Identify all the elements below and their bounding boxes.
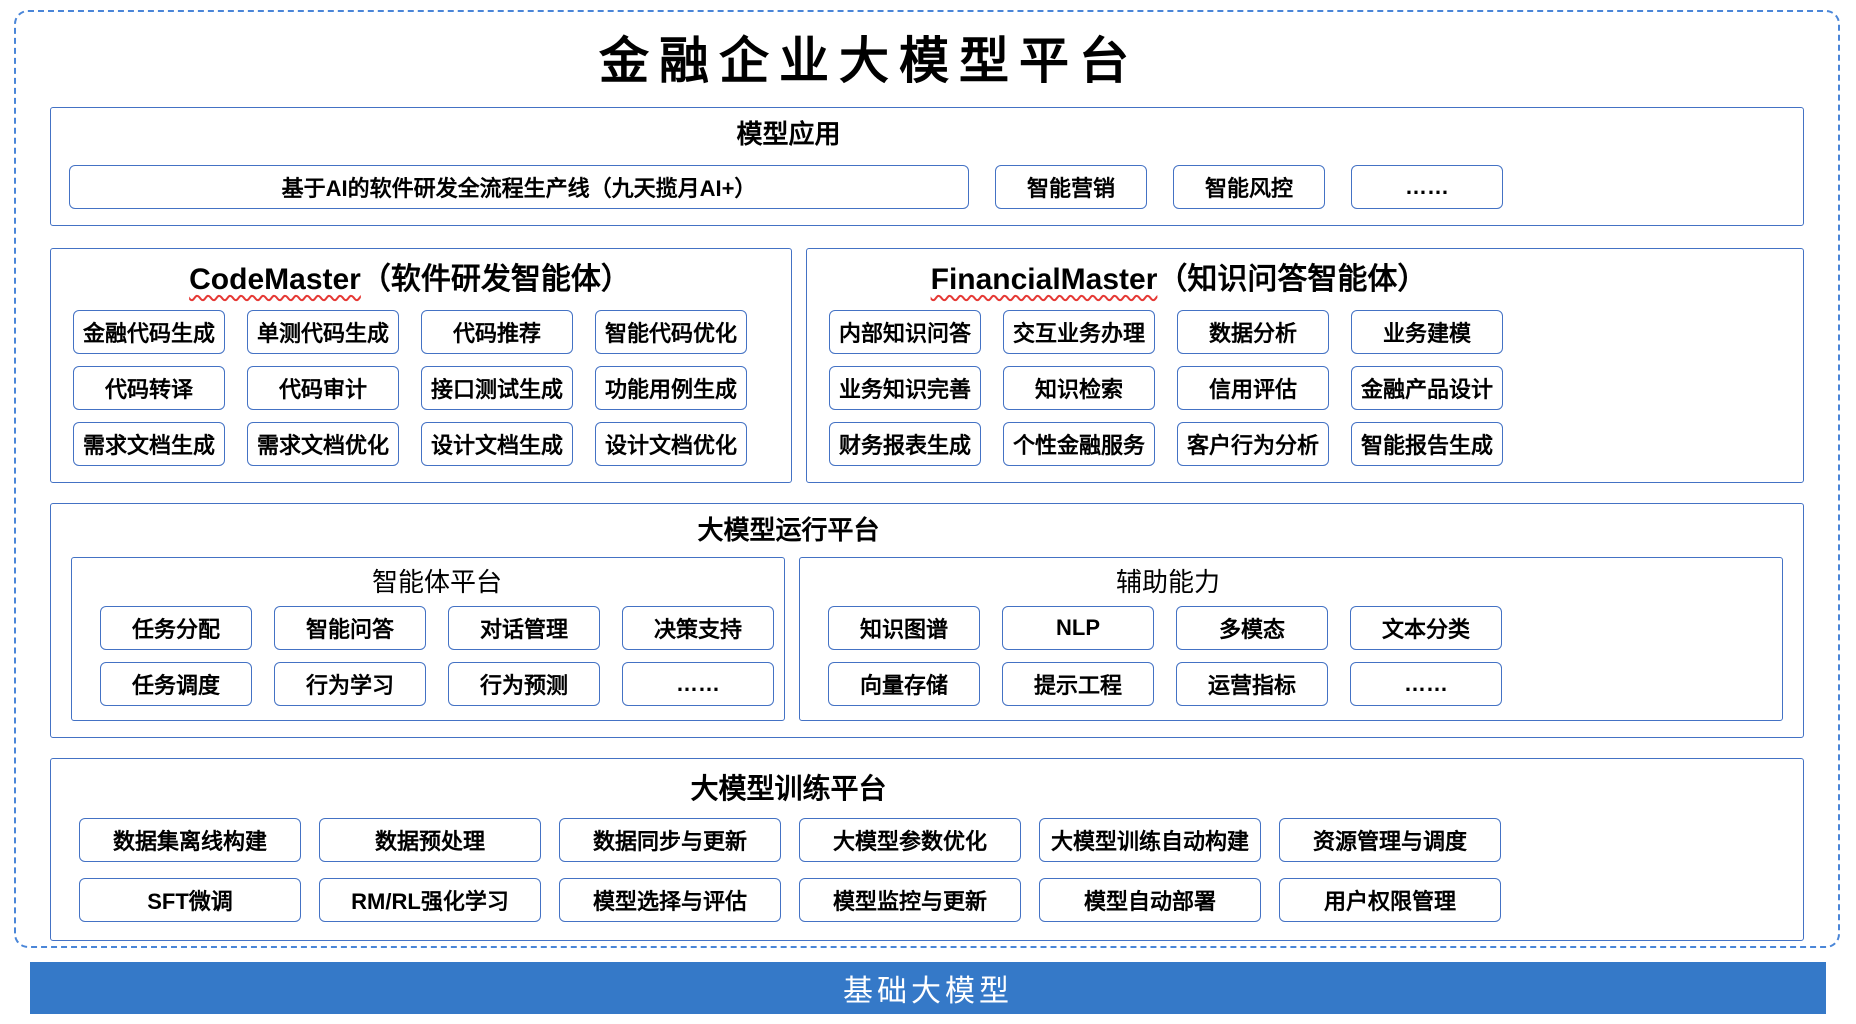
aux-capabilities-box: 辅助能力 知识图谱 NLP 多模态文本分类向量存储提示工程运营指标 …… (799, 556, 1783, 721)
aux-capability-box: 多模态 (1176, 606, 1328, 650)
model-app-box: 智能营销 (995, 164, 1147, 209)
section-training-platform: 大模型训练平台 数据集离线构建数据预处理数据同步与更新大模型参数优化大模型训练自… (50, 758, 1804, 941)
aux-capability-box: NLP (1002, 606, 1154, 650)
codemaster-capability-box: 智能代码优化 (595, 310, 747, 354)
codemaster-capability-box: 需求文档生成 (73, 422, 225, 466)
section-runtime-platform: 大模型运行平台 智能体平台 任务分配智能问答对话管理决策支持任务调度行为学习行为… (50, 503, 1804, 738)
training-capability-box: 资源管理与调度 (1279, 818, 1501, 862)
agents-row: CodeMaster（软件研发智能体） 金融代码生成单测代码生成代码推荐智能代码… (50, 247, 1804, 483)
financialmaster-capability-box: 业务知识完善 (829, 366, 981, 410)
model-app-box: …… (1351, 164, 1503, 209)
financialmaster-capability-box: 个性金融服务 (1003, 422, 1155, 466)
financialmaster-capability-box: 交互业务办理 (1003, 310, 1155, 354)
agent-platform-capability-box: 行为预测 (448, 662, 600, 706)
training-capability-box: 大模型训练自动构建 (1039, 818, 1261, 862)
financialmaster-capability-box: 信用评估 (1177, 366, 1329, 410)
financialmaster-capability-box: 业务建模 (1351, 310, 1503, 354)
training-capability-box: 数据预处理 (319, 818, 541, 862)
agent-platform-capability-box: 行为学习 (274, 662, 426, 706)
training-capability-box: 模型选择与评估 (559, 878, 781, 922)
agent-platform-capability-box: 对话管理 (448, 606, 600, 650)
codemaster-title-en: CodeMaster (189, 262, 361, 296)
financialmaster-title: FinancialMaster（知识问答智能体） (829, 261, 1529, 299)
model-apps-heading: 模型应用 (736, 119, 841, 149)
codemaster-title-zh: （软件研发智能体） (360, 262, 631, 296)
codemaster-capability-box: 设计文档优化 (595, 422, 747, 466)
training-capability-box: 大模型参数优化 (799, 818, 1021, 862)
ai-pipeline-box: 基于AI的软件研发全流程生产线（九天揽月AI+） (69, 164, 969, 209)
training-capability-box: 模型自动部署 (1039, 878, 1261, 922)
section-financialmaster: FinancialMaster（知识问答智能体） 内部知识问答交互业务办理数据分… (806, 247, 1804, 483)
aux-capability-box: 运营指标 (1176, 662, 1328, 706)
financialmaster-capability-box: 内部知识问答 (829, 310, 981, 354)
codemaster-capability-box: 接口测试生成 (421, 366, 573, 410)
codemaster-capability-box: 代码转译 (73, 366, 225, 410)
platform-outer-frame: 金融企业大模型平台 模型应用 基于AI的软件研发全流程生产线（九天揽月AI+） … (14, 10, 1840, 948)
codemaster-capability-box: 金融代码生成 (73, 310, 225, 354)
aux-capabilities-grid: 知识图谱 NLP 多模态文本分类向量存储提示工程运营指标 …… (828, 606, 1782, 706)
codemaster-capability-box: 功能用例生成 (595, 366, 747, 410)
financialmaster-title-zh: （知识问答智能体） (1157, 262, 1428, 296)
page-title: 金融企业大模型平台 (599, 31, 1139, 90)
codemaster-capability-box: 单测代码生成 (247, 310, 399, 354)
financialmaster-capability-box: 智能报告生成 (1351, 422, 1503, 466)
aux-capability-box: 向量存储 (828, 662, 980, 706)
financialmaster-title-en: FinancialMaster (930, 262, 1158, 296)
financialmaster-capability-box: 金融产品设计 (1351, 366, 1503, 410)
aux-capability-box: 提示工程 (1002, 662, 1154, 706)
financialmaster-capability-box: 财务报表生成 (829, 422, 981, 466)
training-grid: 数据集离线构建数据预处理数据同步与更新大模型参数优化大模型训练自动构建资源管理与… (79, 818, 1803, 922)
agent-platform-heading: 智能体平台 (371, 566, 502, 597)
runtime-sub-row: 智能体平台 任务分配智能问答对话管理决策支持任务调度行为学习行为预测 …… 辅助能… (71, 556, 1783, 721)
codemaster-capability-box: 代码审计 (247, 366, 399, 410)
base-model-label: 基础大模型 (843, 975, 1013, 1008)
agent-platform-grid: 任务分配智能问答对话管理决策支持任务调度行为学习行为预测 …… (100, 606, 784, 706)
agent-platform-capability-box: 决策支持 (622, 606, 774, 650)
aux-capability-box: …… (1350, 662, 1502, 706)
financialmaster-capability-box: 知识检索 (1003, 366, 1155, 410)
agent-platform-capability-box: 任务分配 (100, 606, 252, 650)
base-model-bar: 基础大模型 (30, 962, 1826, 1014)
agent-platform-capability-box: 任务调度 (100, 662, 252, 706)
codemaster-capability-box: 需求文档优化 (247, 422, 399, 466)
training-heading: 大模型训练平台 (690, 773, 887, 804)
financialmaster-capability-box: 数据分析 (1177, 310, 1329, 354)
section-codemaster: CodeMaster（软件研发智能体） 金融代码生成单测代码生成代码推荐智能代码… (50, 247, 792, 483)
codemaster-capability-box: 代码推荐 (421, 310, 573, 354)
aux-capabilities-heading: 辅助能力 (1115, 566, 1220, 597)
agent-platform-capability-box: …… (622, 662, 774, 706)
training-capability-box: 数据集离线构建 (79, 818, 301, 862)
training-capability-box: 模型监控与更新 (799, 878, 1021, 922)
agent-platform-box: 智能体平台 任务分配智能问答对话管理决策支持任务调度行为学习行为预测 …… (71, 556, 785, 721)
training-capability-box: 用户权限管理 (1279, 878, 1501, 922)
financialmaster-grid: 内部知识问答交互业务办理数据分析业务建模业务知识完善知识检索信用评估金融产品设计… (829, 310, 1803, 466)
codemaster-grid: 金融代码生成单测代码生成代码推荐智能代码优化代码转译代码审计接口测试生成功能用例… (73, 310, 791, 466)
codemaster-title: CodeMaster（软件研发智能体） (73, 261, 747, 299)
codemaster-capability-box: 设计文档生成 (421, 422, 573, 466)
training-capability-box: 数据同步与更新 (559, 818, 781, 862)
section-model-apps: 模型应用 基于AI的软件研发全流程生产线（九天揽月AI+） 智能营销智能风控 …… (50, 107, 1804, 226)
financialmaster-capability-box: 客户行为分析 (1177, 422, 1329, 466)
training-capability-box: SFT微调 (79, 878, 301, 922)
agent-platform-capability-box: 智能问答 (274, 606, 426, 650)
aux-capability-box: 文本分类 (1350, 606, 1502, 650)
aux-capability-box: 知识图谱 (828, 606, 980, 650)
runtime-heading: 大模型运行平台 (697, 515, 880, 545)
model-app-box: 智能风控 (1173, 164, 1325, 209)
model-apps-row: 基于AI的软件研发全流程生产线（九天揽月AI+） 智能营销智能风控 …… (69, 164, 1803, 209)
training-capability-box: RM/RL强化学习 (319, 878, 541, 922)
